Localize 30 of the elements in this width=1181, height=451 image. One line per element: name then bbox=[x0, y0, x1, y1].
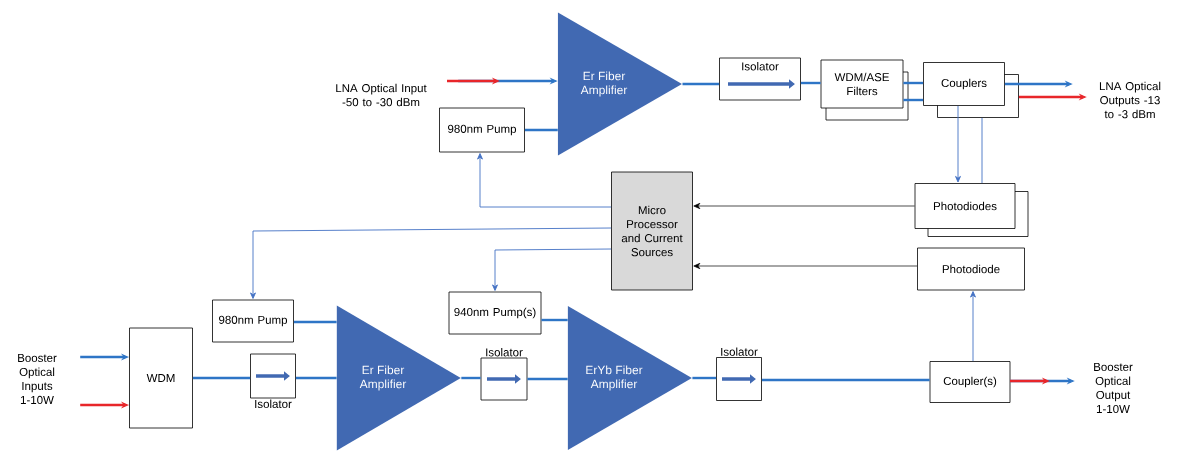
stacked-box: WDM/ASE Filters bbox=[820, 59, 909, 121]
component-box: 980nm Pump bbox=[439, 107, 525, 153]
connector-arrow bbox=[492, 248, 612, 291]
text-label: LNA Optical Outputs -13 to -3 dBm bbox=[1099, 81, 1161, 119]
processor-box: Micro Processor and Current Sources bbox=[611, 171, 693, 291]
text-label: Booster Optical Output 1-10W bbox=[1094, 363, 1133, 413]
stacked-box: Photodiodes bbox=[914, 183, 1029, 237]
component-box: 940nm Pump(s) bbox=[448, 291, 542, 335]
isolator-box: Isolator bbox=[716, 347, 762, 401]
amplifier-triangle: ErYb Fiber Amplifier bbox=[567, 306, 692, 450]
text-label: LNA Optical Input -50 to -30 dBm bbox=[336, 83, 427, 107]
isolator-box: Isolator bbox=[480, 347, 528, 401]
connector-arrow bbox=[250, 227, 612, 299]
stacked-box: Couplers bbox=[923, 62, 1019, 118]
component-box: Photodiode bbox=[917, 247, 1025, 291]
isolator-box: Isolator bbox=[719, 57, 801, 101]
isolator-box: Isolator bbox=[250, 353, 296, 409]
node-label: Isolator bbox=[721, 347, 758, 356]
text-label: Booster Optical Inputs 1-10W bbox=[18, 354, 57, 404]
connector-arrow bbox=[970, 291, 976, 362]
component-box: 980nm Pump bbox=[212, 299, 294, 343]
connector-arrow bbox=[955, 105, 961, 183]
connector-arrow bbox=[477, 153, 612, 208]
connector-arrow bbox=[693, 262, 918, 270]
node-label: Isolator bbox=[255, 399, 292, 409]
component-box: Coupler(s) bbox=[929, 361, 1011, 403]
amplifier-triangle: Er Fiber Amplifier bbox=[557, 12, 682, 156]
component-box: WDM bbox=[129, 327, 193, 429]
connector-arrow bbox=[693, 202, 915, 210]
node-label: Isolator bbox=[486, 347, 523, 357]
